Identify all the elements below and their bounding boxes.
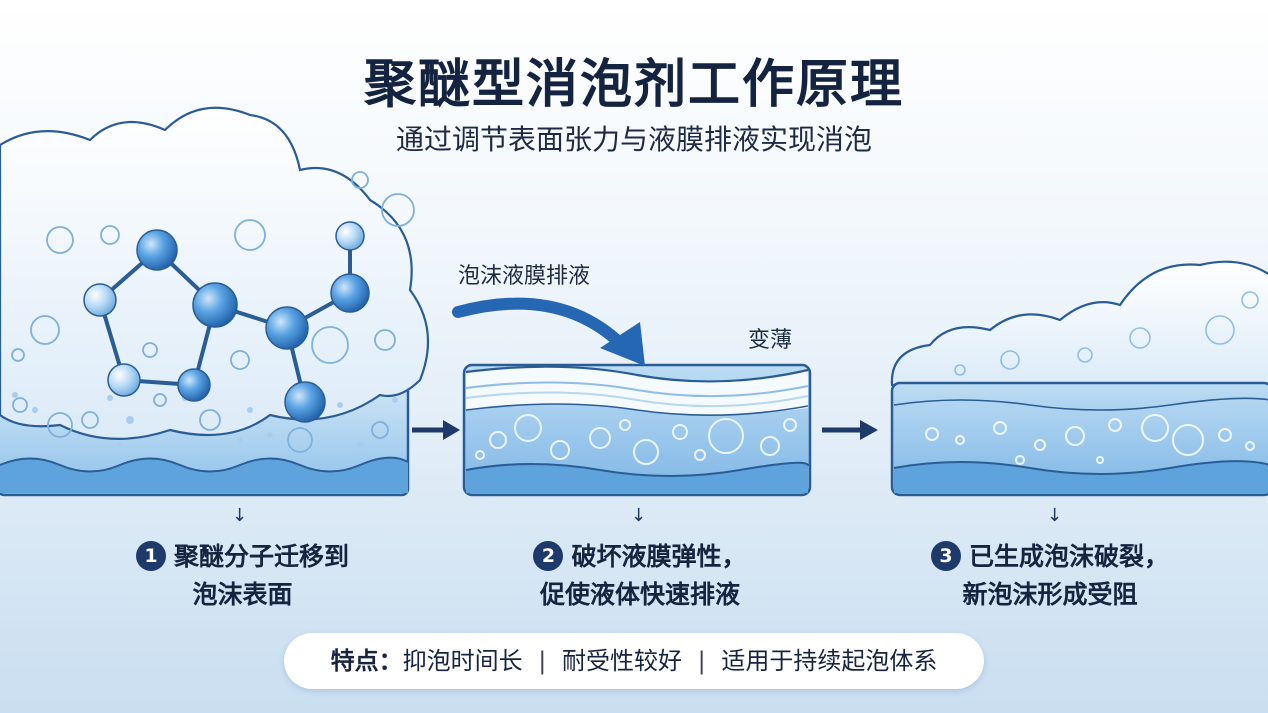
foam-cloud-1	[0, 106, 430, 440]
step-line: 已生成泡沫破裂，	[968, 542, 1169, 571]
thinning-label: 变薄	[748, 328, 793, 353]
panel-2-film	[462, 363, 812, 497]
panel-1-foam	[0, 106, 430, 497]
feature-separator: |	[697, 647, 706, 675]
remaining-bubbles	[925, 414, 1255, 465]
step-number-badge: 1	[135, 541, 166, 571]
down-arrow-icon: ↓	[1047, 505, 1063, 526]
features-bar: 特点：抑泡时间长 | 耐受性较好 | 适用于持续起泡体系	[284, 633, 984, 689]
down-arrow-icon: ↓	[232, 505, 248, 526]
step-number-badge: 2	[533, 541, 564, 571]
step-line: 聚醚分子迁移到	[173, 542, 349, 571]
feature-item: 适用于持续起泡体系	[721, 647, 938, 675]
liquid-wave-1	[0, 457, 408, 493]
curved-arrow-icon	[452, 297, 645, 366]
feature-item: 抑泡时间长	[402, 647, 523, 675]
page-title: 聚醚型消泡剂工作原理	[363, 55, 904, 115]
drainage-label: 泡沫液膜排液	[458, 264, 591, 289]
down-arrow-icon: ↓	[631, 505, 647, 526]
film-bubbles	[475, 414, 797, 465]
step-number-badge: 3	[930, 541, 961, 571]
right-arrow-icon	[412, 420, 460, 440]
step-line: 新泡沫形成受阻	[962, 580, 1138, 609]
feature-item: 耐受性较好	[562, 647, 682, 675]
panel-3-collapse	[890, 260, 1268, 497]
feature-separator: |	[538, 647, 547, 675]
bubble-icon	[11, 171, 415, 453]
features-label: 特点：	[330, 647, 403, 675]
step-line: 破坏液膜弹性，	[571, 542, 747, 571]
step-line: 泡沫表面	[192, 580, 293, 609]
foam-cloud-3	[890, 260, 1268, 387]
page-subtitle: 通过调节表面张力与液膜排液实现消泡	[395, 123, 872, 156]
right-arrow-icon	[822, 420, 878, 440]
step-line: 促使液体快速排液	[539, 580, 740, 609]
molecule-icon	[83, 221, 370, 423]
